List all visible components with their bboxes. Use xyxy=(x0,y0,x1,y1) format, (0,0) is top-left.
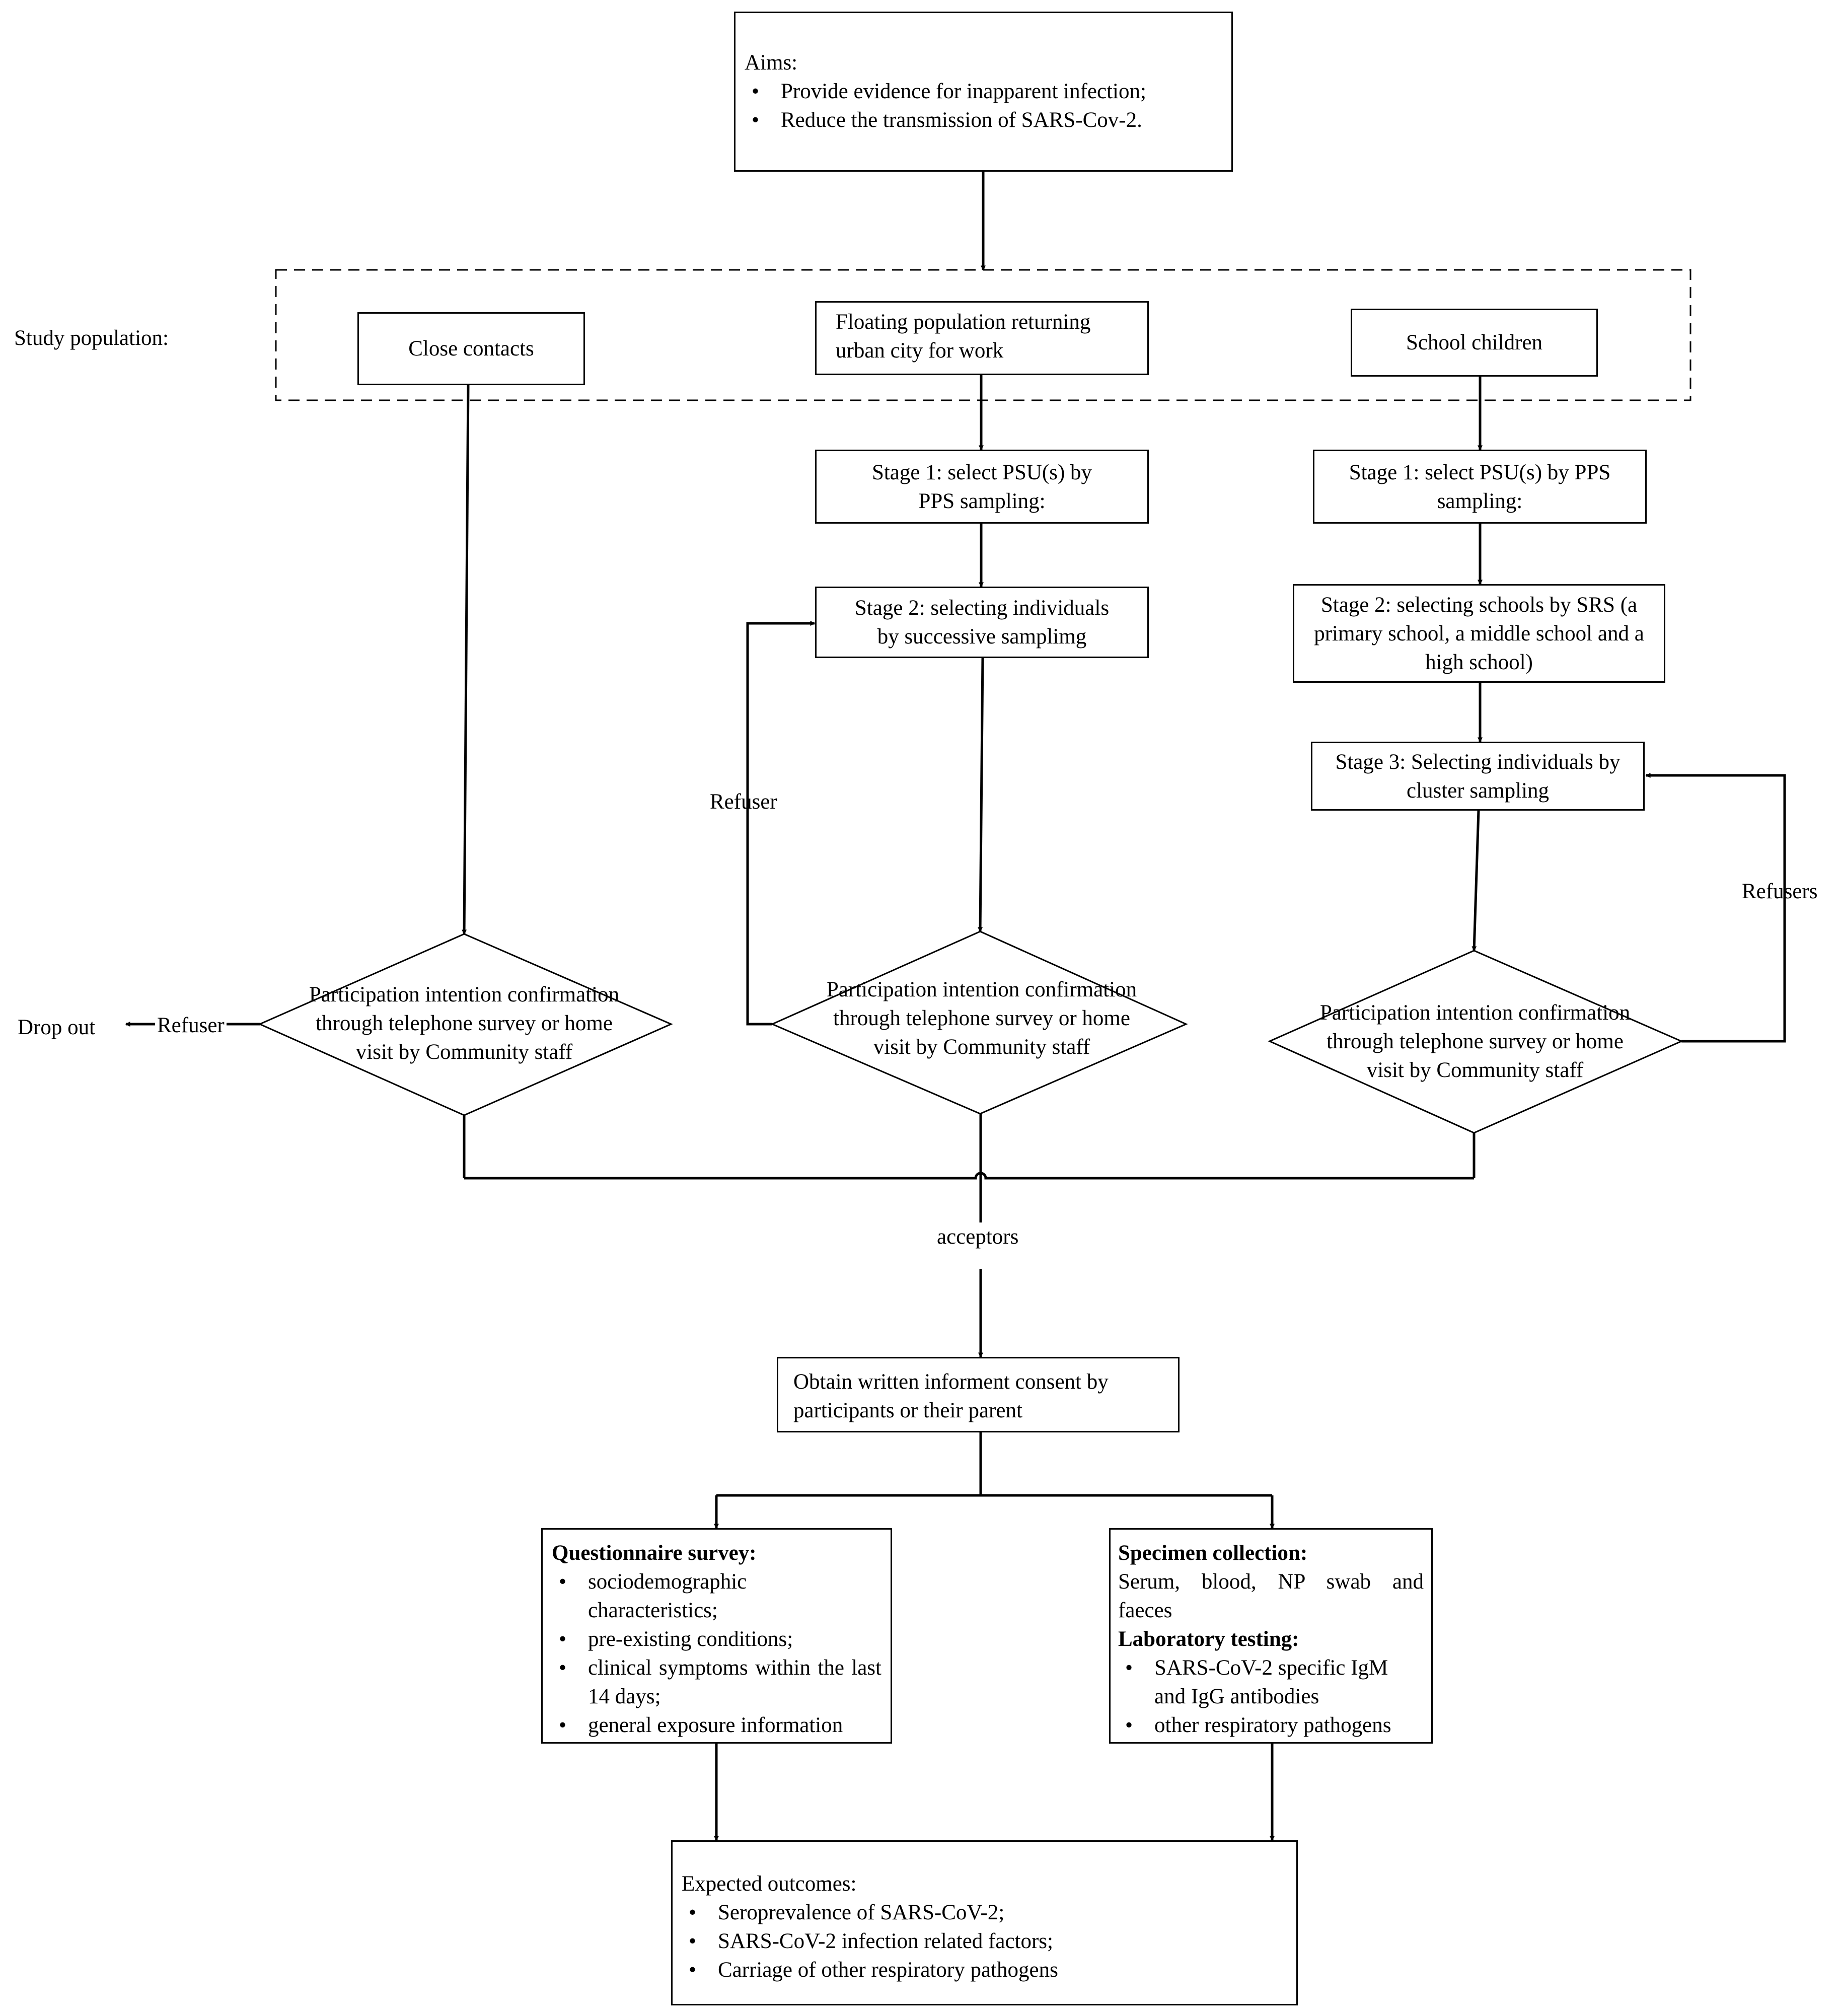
decision-text-close: Participation intention confirmation thr… xyxy=(309,983,620,1064)
aims-item: Reduce the transmission of SARS-Cov-2. xyxy=(745,106,1231,134)
school-refusers-label: Refusers xyxy=(1742,880,1818,903)
lab-testing-item: SARS-CoV-2 specific IgM and IgG antibodi… xyxy=(1118,1653,1424,1711)
school-children-box: School children xyxy=(1351,309,1598,377)
floating-population-box: Floating population returning urban city… xyxy=(815,301,1149,375)
questionnaire-item: general exposure information xyxy=(552,1711,881,1740)
acceptors-label: acceptors xyxy=(934,1222,1022,1251)
close-contacts-box: Close contacts xyxy=(357,312,585,385)
outcomes-item: SARS-CoV-2 infection related factors; xyxy=(682,1927,1287,1956)
aims-item: Provide evidence for inapparent infectio… xyxy=(745,77,1231,106)
decision-text-floating: Participation intention confirmation thr… xyxy=(826,978,1137,1059)
study-population-label: Study population: xyxy=(14,326,169,350)
arrow-close-to-decision xyxy=(462,385,470,935)
floating-stage2-box: Stage 2: selecting individuals by succes… xyxy=(815,587,1149,658)
arrow-school-refusers-loop xyxy=(1645,773,1786,1043)
decision-diamond-close xyxy=(258,933,673,1116)
outcomes-item: Carriage of other respiratory pathogens xyxy=(682,1956,1287,1984)
merge-bus xyxy=(464,1172,1474,1180)
outcomes-box: Expected outcomes: Seroprevalence of SAR… xyxy=(671,1840,1298,2005)
consent-box: Obtain written informent consent by part… xyxy=(777,1357,1180,1432)
aims-title: Aims: xyxy=(745,51,798,75)
questionnaire-item: pre-existing conditions; xyxy=(552,1625,881,1653)
lab-testing-item: other respiratory pathogens xyxy=(1118,1711,1424,1740)
lab-testing-title: Laboratory testing: xyxy=(1118,1627,1299,1651)
dropout-label: Drop out xyxy=(18,1016,96,1039)
floating-refuser-label: Refuser xyxy=(710,790,777,814)
decision-text-school: Participation intention confirmation thr… xyxy=(1319,1001,1631,1082)
arrow-school-stage3-to-decision xyxy=(1471,810,1480,952)
aims-list: Provide evidence for inapparent infectio… xyxy=(745,77,1231,134)
school-stage2-box: Stage 2: selecting schools by SRS (a pri… xyxy=(1293,584,1665,683)
arrow-floating-stage2-to-decision xyxy=(978,658,984,932)
outcomes-list: Seroprevalence of SARS-CoV-2; SARS-CoV-2… xyxy=(682,1898,1287,1984)
floating-stage1-box: Stage 1: select PSU(s) by PPS sampling: xyxy=(815,450,1149,524)
decision-diamond-school xyxy=(1268,950,1683,1134)
school-stage1-box: Stage 1: select PSU(s) by PPS sampling: xyxy=(1313,450,1647,524)
questionnaire-item: clinical symptoms within the last 14 day… xyxy=(552,1653,881,1711)
questionnaire-list: sociodemographic characteristics; pre-ex… xyxy=(552,1567,881,1740)
outcomes-item: Seroprevalence of SARS-CoV-2; xyxy=(682,1898,1287,1927)
lab-testing-list: SARS-CoV-2 specific IgM and IgG antibodi… xyxy=(1118,1653,1424,1740)
questionnaire-box: Questionnaire survey: sociodemographic c… xyxy=(541,1528,892,1744)
questionnaire-title: Questionnaire survey: xyxy=(552,1541,757,1565)
specimen-box: Specimen collection: Serum, blood, NP sw… xyxy=(1109,1528,1433,1744)
arrow-floating-refuser-loop xyxy=(746,621,816,1026)
specimen-text: Serum, blood, NP swab and faeces xyxy=(1118,1570,1424,1622)
aims-box: Aims: Provide evidence for inapparent in… xyxy=(734,12,1233,172)
dropout-refuser-label: Refuser xyxy=(155,1011,227,1040)
decision-diamond-floating xyxy=(770,930,1188,1115)
outcomes-title: Expected outcomes: xyxy=(682,1872,857,1896)
specimen-title: Specimen collection: xyxy=(1118,1541,1308,1565)
questionnaire-item: sociodemographic characteristics; xyxy=(552,1567,881,1625)
school-stage3-box: Stage 3: Selecting individuals by cluste… xyxy=(1311,742,1645,811)
